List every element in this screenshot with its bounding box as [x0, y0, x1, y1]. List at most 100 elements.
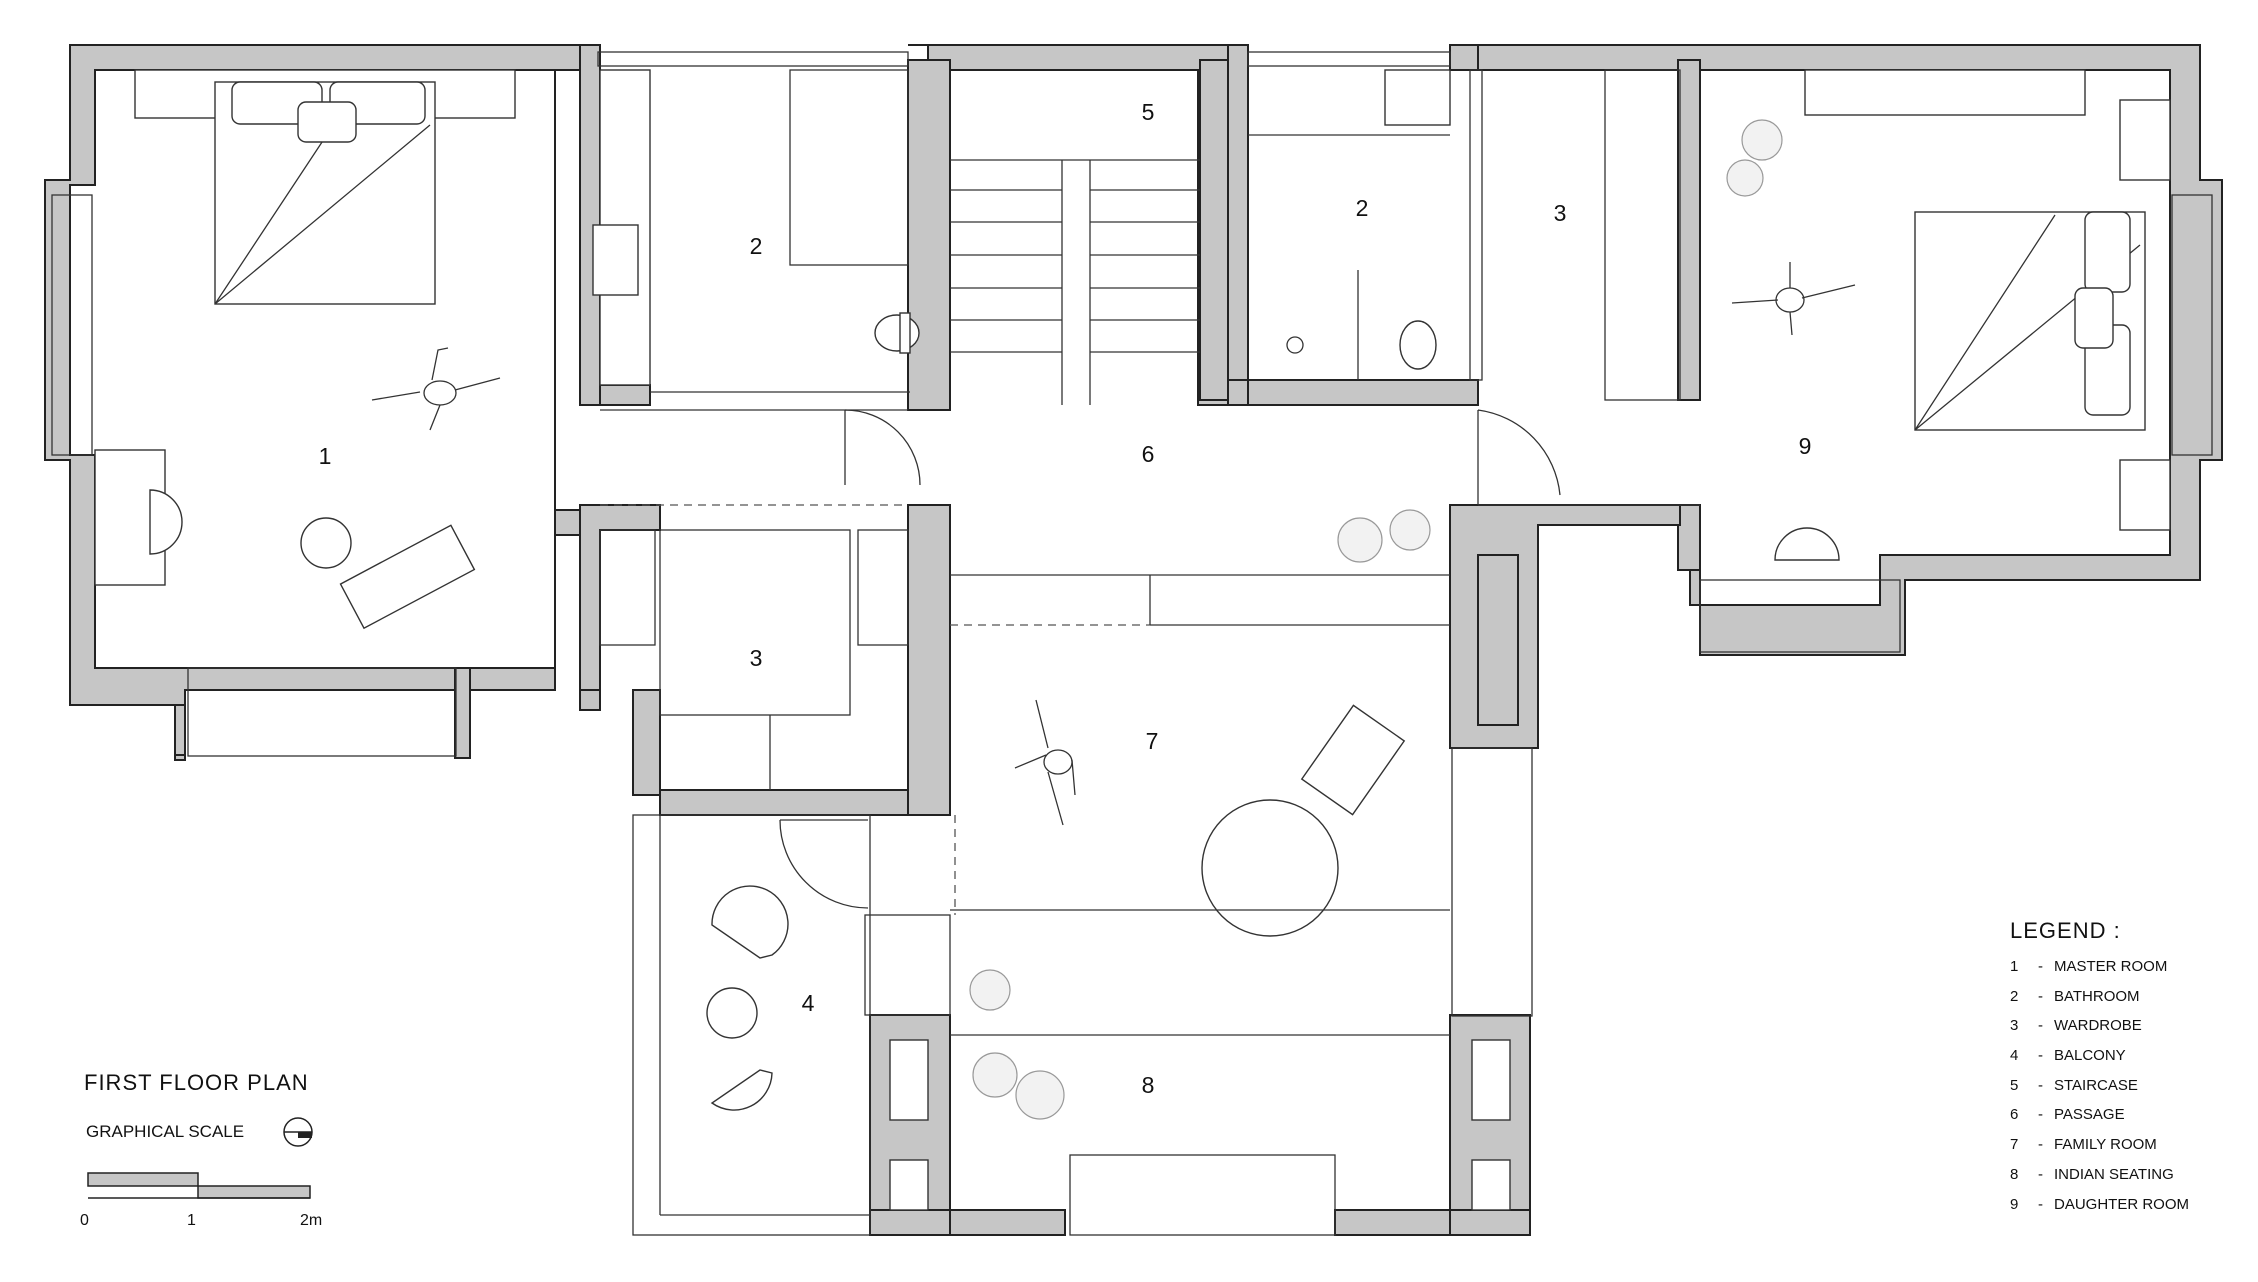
passage-door-left [844, 409, 921, 486]
legend-item-number: 5 [2010, 1076, 2019, 1094]
graphical-scale [87, 1117, 313, 1199]
legend-separator: - [2038, 987, 2043, 1005]
plan-title: FIRST FLOOR PLAN [84, 1070, 309, 1095]
window-bathroom-top [597, 51, 909, 67]
daughter-side-bottom [2119, 459, 2171, 531]
master-bed-fold [214, 124, 431, 305]
niche-right-lower [1471, 1159, 1511, 1211]
legend-item-label: BALCONY [2054, 1047, 2126, 1065]
legend-separator: - [2038, 1136, 2043, 1154]
wall-daughter-divider [1677, 59, 1701, 571]
bath-right-shower-head [1286, 336, 1304, 354]
bath-left-tank [899, 312, 911, 354]
legend-title: LEGEND : [2010, 918, 2121, 943]
wall-stair-side [907, 59, 1241, 816]
wardrobe-lower-left [599, 529, 656, 646]
family-round-table [1201, 799, 1339, 937]
legend-separator: - [2038, 1047, 2043, 1065]
scale-tick-0: 0 [80, 1212, 89, 1229]
passage-door-right [1477, 409, 1561, 505]
staircase-steps [950, 159, 1200, 405]
legend-item-number: 7 [2010, 1136, 2019, 1154]
window-daughter-right [2171, 194, 2213, 456]
legend-item-label: MASTER ROOM [2054, 958, 2168, 975]
room-labels: 1 2 2 3 3 4 5 6 7 8 9 [319, 99, 1812, 1098]
bath-right-toilet [1399, 320, 1437, 370]
legend-item: 9 -DAUGHTER ROOM [2010, 1196, 2189, 1226]
legend-separator: - [2038, 1076, 2043, 1094]
legend-item-number: 3 [2010, 1017, 2019, 1035]
legend-item: 8 -INDIAN SEATING [2010, 1166, 2189, 1196]
room-label-wardrobe-right: 3 [1554, 200, 1567, 226]
legend-item-label: WARDROBE [2054, 1017, 2142, 1035]
master-chair [149, 489, 183, 555]
legend-item-label: STAIRCASE [2054, 1076, 2138, 1094]
plants-indian-seating [969, 969, 1065, 1120]
room-label-family: 7 [1146, 728, 1159, 754]
window-master-left [51, 194, 93, 456]
room-label-balcony: 4 [802, 990, 815, 1016]
interior-lines [94, 69, 2171, 1236]
wall-staircase [908, 44, 1249, 411]
bath-right-sink [1384, 69, 1451, 126]
scale-tick-2m: 2m [300, 1212, 323, 1229]
room-label-bathroom-left: 2 [750, 233, 763, 259]
daughter-pillow-1 [2084, 211, 2131, 293]
balcony-door [779, 819, 869, 909]
scale-label: GRAPHICAL SCALE [86, 1122, 245, 1141]
scale-bar-1-2 [197, 1185, 311, 1199]
legend-item: 1 -MASTER ROOM [2010, 958, 2189, 988]
plant-passage [1337, 509, 1431, 563]
legend-item-label: FAMILY ROOM [2054, 1136, 2157, 1154]
family-armchair [1300, 704, 1406, 816]
niche-right-upper [1471, 1039, 1511, 1121]
legend-item-number: 1 [2010, 958, 2019, 975]
wardrobe-right-cabinet [1604, 69, 1681, 401]
wall-right-column [1449, 504, 1681, 749]
master-lounger [339, 524, 476, 630]
legend-item-number: 4 [2010, 1047, 2019, 1065]
north-arrow-mark [298, 1132, 312, 1138]
window-bottom-centre [1069, 1154, 1336, 1236]
pillow-3 [297, 101, 357, 143]
balcony-rail [632, 814, 871, 1236]
windows [51, 51, 2213, 1236]
legend-item-number: 2 [2010, 987, 2019, 1005]
wall-bottom-centre [869, 1014, 1531, 1236]
legend-item-label: DAUGHTER ROOM [2054, 1195, 2189, 1213]
legend-item-label: INDIAN SEATING [2054, 1165, 2174, 1183]
wall-bathroom-bottom [599, 384, 949, 411]
legend-item-number: 9 [2010, 1195, 2019, 1213]
scale-tick-1: 1 [187, 1212, 196, 1229]
legend-item-number: 8 [2010, 1165, 2019, 1183]
master-side-table [300, 517, 352, 569]
daughter-headboard [1804, 69, 2086, 116]
window-balcony-door [864, 914, 951, 1016]
legend: LEGEND : 1-MASTER ROOM 2-BATHROOM 3-WARD… [2010, 918, 2189, 1225]
scale-bar-0-1 [87, 1172, 199, 1187]
wardrobe-lower-mid [659, 529, 851, 716]
legend-separator: - [2038, 958, 2043, 975]
bath-left-shower [789, 69, 909, 266]
legend-separator: - [2038, 1106, 2043, 1124]
balcony-table [706, 987, 758, 1039]
wardrobe-lower-right [857, 529, 909, 646]
room-label-master: 1 [319, 443, 332, 469]
legend-item-label: BATHROOM [2054, 987, 2140, 1005]
bath-left-sink [592, 224, 639, 296]
legend-item: 2 -BATHROOM [2010, 988, 2189, 1018]
room-label-indian-seating: 8 [1142, 1072, 1155, 1098]
room-label-daughter: 9 [1799, 433, 1812, 459]
daughter-pillow-3 [2074, 287, 2114, 349]
balcony-chair-bottom [710, 1069, 773, 1111]
daughter-chair [1774, 527, 1840, 561]
niche-left-upper [889, 1039, 929, 1121]
room-label-staircase: 5 [1142, 99, 1155, 125]
window-daughter-bottom [1699, 579, 1901, 653]
legend-item-label: PASSAGE [2054, 1106, 2125, 1124]
bath-right-glass-wall [1469, 69, 1483, 381]
room-label-bathroom-right: 2 [1356, 195, 1369, 221]
legend-separator: - [2038, 1165, 2043, 1183]
legend-separator: - [2038, 1195, 2043, 1213]
window-family-right [1451, 747, 1533, 1017]
